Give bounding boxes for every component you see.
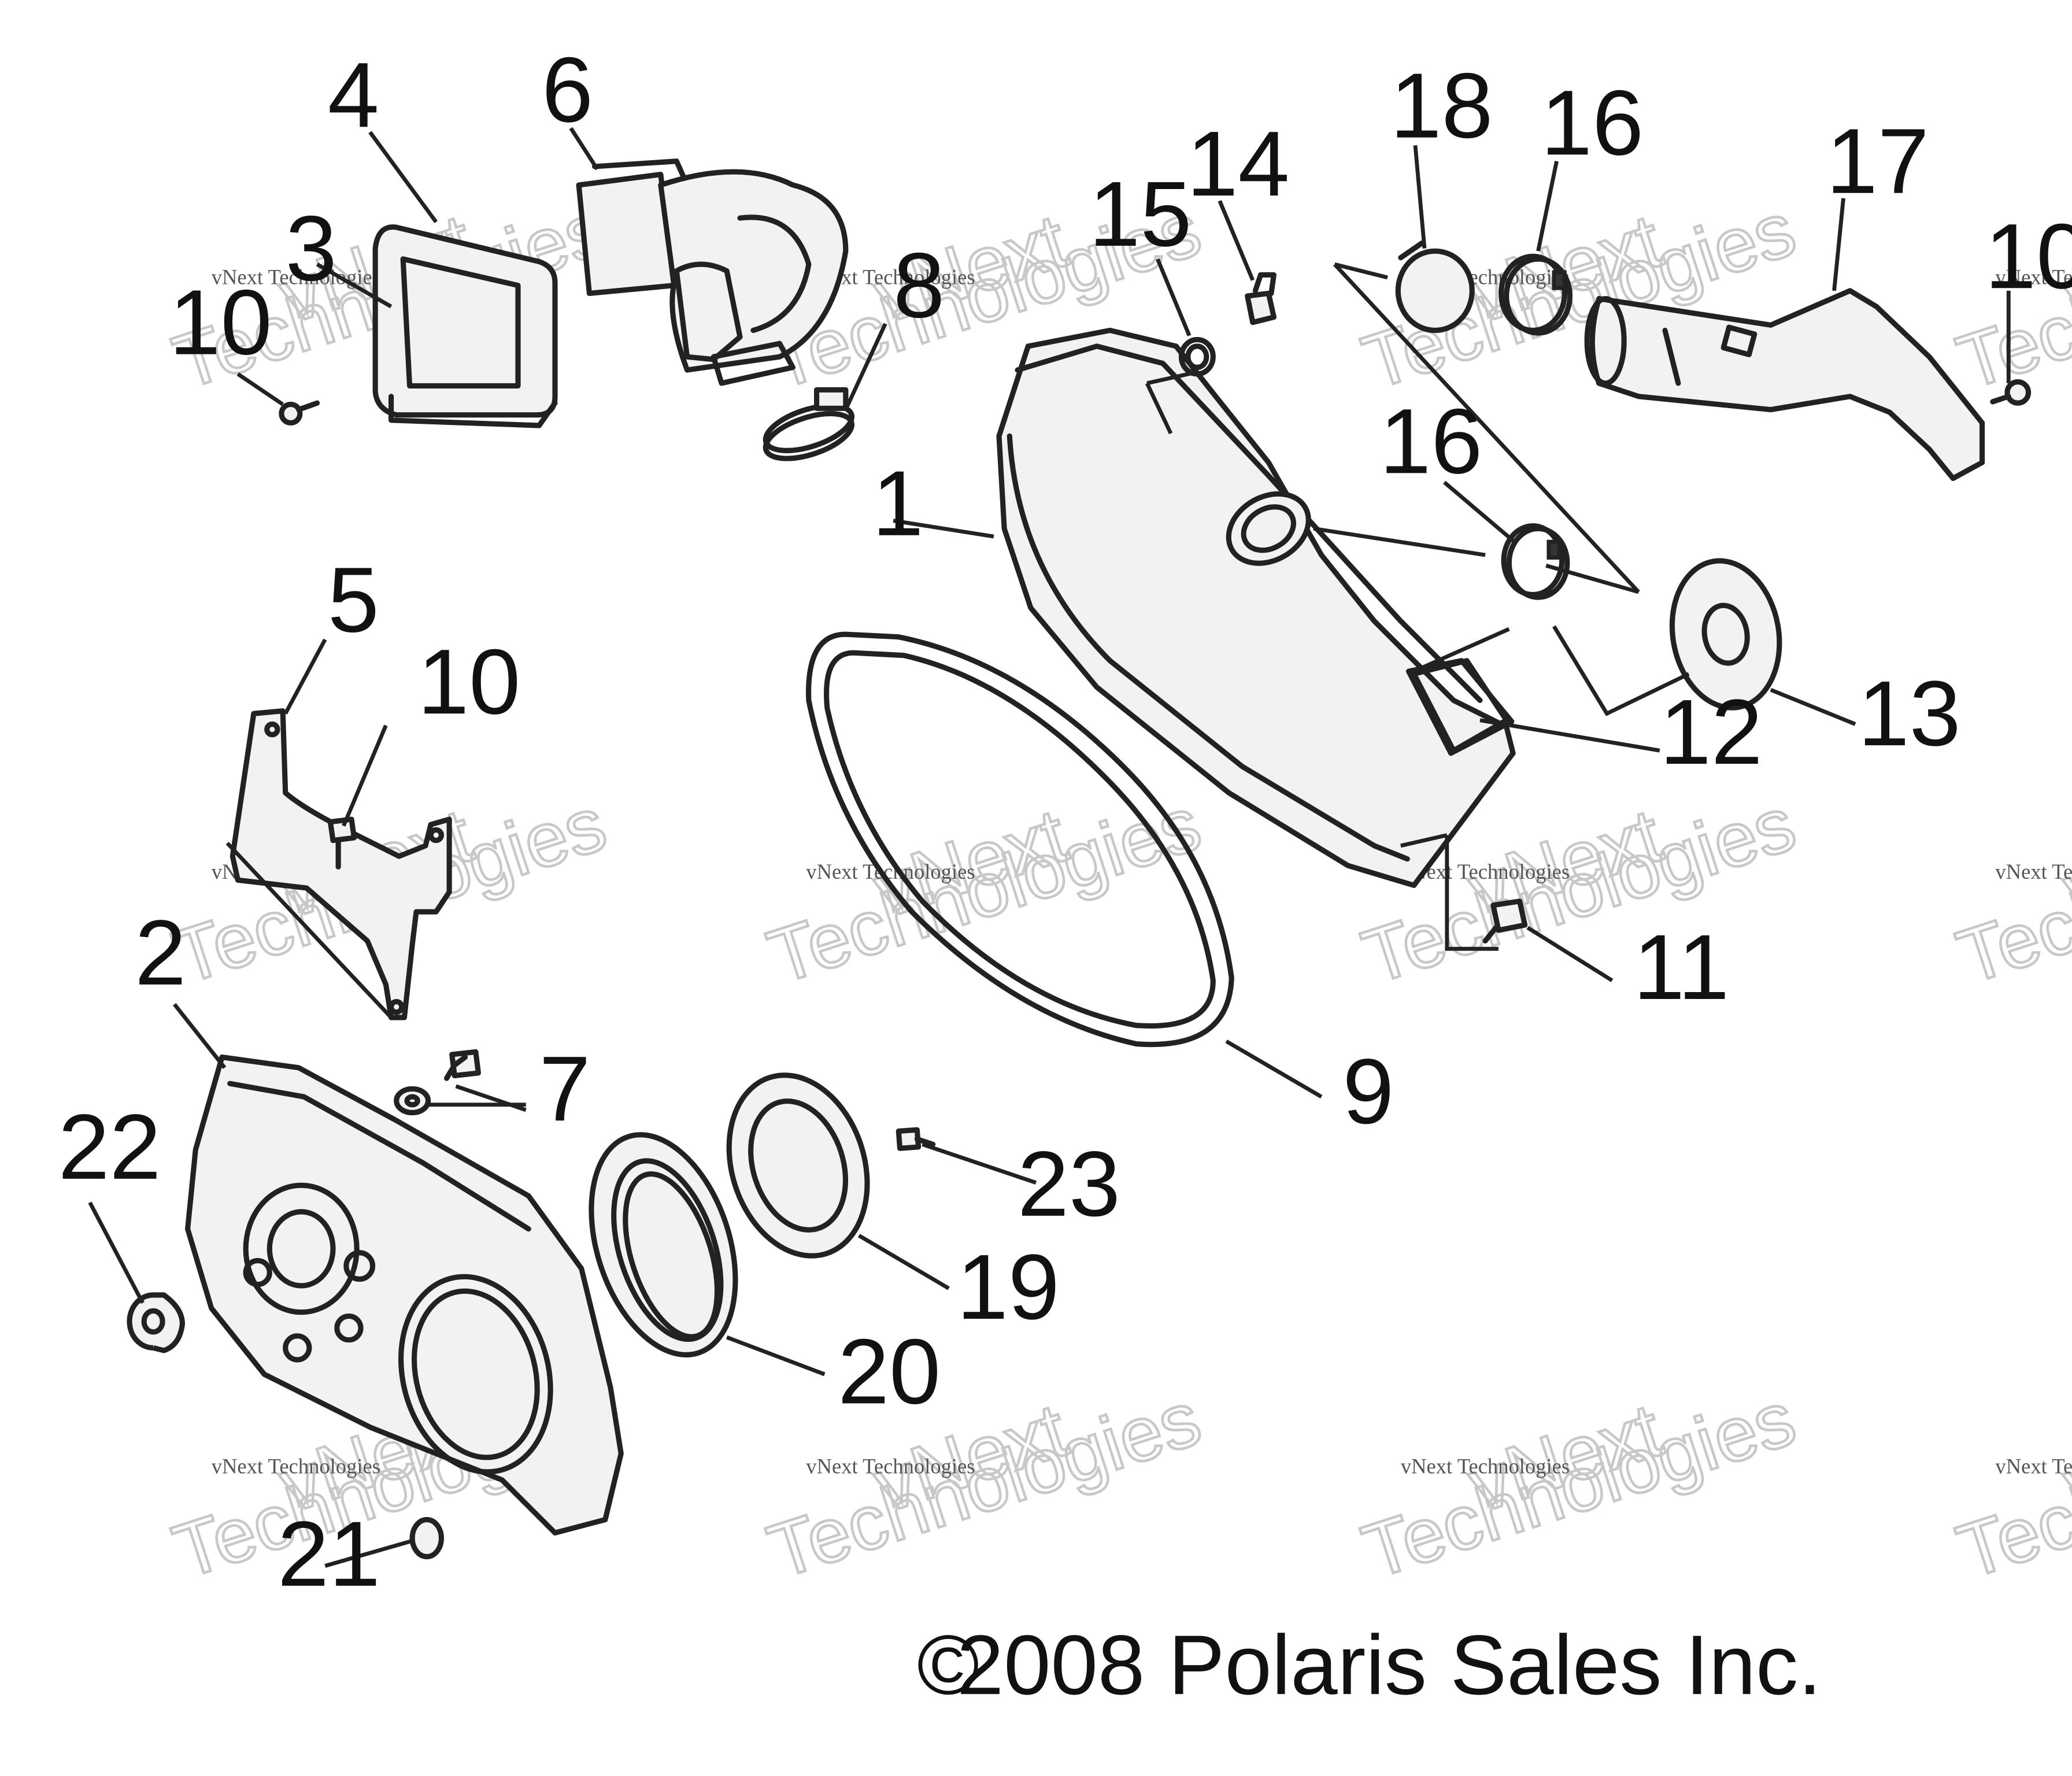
watermark-text-b: Technologies xyxy=(1948,1375,2072,1595)
callout-12: 12 xyxy=(1660,680,1763,783)
watermark-text-b: Technologies xyxy=(1948,781,2072,1001)
callout-4: 4 xyxy=(328,43,379,146)
callout-22: 22 xyxy=(58,1095,161,1198)
callout-16-b: 16 xyxy=(1379,389,1482,493)
callout-20: 20 xyxy=(838,1319,941,1423)
callout-numbers: 1 2 3 4 5 6 7 8 9 10 10 10 10 11 12 13 1… xyxy=(58,38,2072,1605)
callout-14: 14 xyxy=(1187,112,1290,215)
callout-5: 5 xyxy=(328,548,379,652)
callout-21: 21 xyxy=(278,1502,380,1605)
callout-1: 1 xyxy=(872,452,924,555)
watermark-text: vNext Technologies xyxy=(806,860,975,883)
watermark-text: vNext Technologies xyxy=(806,1455,975,1478)
part-gasket-plate xyxy=(726,1072,870,1259)
part-seal-ring xyxy=(589,1132,738,1357)
part-hose-clamp xyxy=(763,387,854,461)
part-screw xyxy=(1990,379,2032,406)
watermark: vNext Technologies vNext Technologies xyxy=(1947,779,2072,1001)
part-exhaust-duct xyxy=(1584,288,1985,481)
part-intake-boot xyxy=(372,224,558,428)
callout-9: 9 xyxy=(1342,1039,1394,1143)
callout-6: 6 xyxy=(542,38,593,141)
callout-17: 17 xyxy=(1826,109,1929,213)
part-outer-clutch-cover xyxy=(185,1054,624,1536)
callout-10-a: 10 xyxy=(169,271,272,374)
callout-11: 11 xyxy=(1633,915,1729,1019)
watermark-text: vNext Technologies xyxy=(212,1455,380,1478)
copyright-text: 2008 Polaris Sales Inc. xyxy=(957,1618,1822,1712)
watermark: vNext Technologies vNext Technologies xyxy=(757,1374,1212,1596)
part-screw xyxy=(279,400,320,426)
watermark-text: vNext Technologies xyxy=(1995,265,2072,288)
callout-10-b: 10 xyxy=(417,630,520,733)
callout-13: 13 xyxy=(1858,661,1961,765)
callout-7: 7 xyxy=(539,1037,591,1140)
watermark-text: vNext Technologies xyxy=(1995,1455,2072,1478)
callout-10-c: 10 xyxy=(1985,204,2072,308)
part-collar xyxy=(1395,240,1475,333)
watermark: vNext Technologies vNext Technologies xyxy=(1947,1374,2072,1596)
part-plug xyxy=(409,1517,444,1560)
watermark: vNext Technologies vNext Technologies xyxy=(757,779,1212,1001)
callout-15: 15 xyxy=(1089,162,1192,265)
part-o-ring xyxy=(1178,336,1216,377)
callout-2: 2 xyxy=(135,901,186,1004)
part-fitting xyxy=(1245,272,1276,325)
callout-19: 19 xyxy=(957,1235,1060,1338)
callout-8: 8 xyxy=(893,234,945,337)
callout-3: 3 xyxy=(286,197,337,300)
part-spacer xyxy=(127,1292,185,1353)
part-drive-belt xyxy=(806,631,1234,1048)
part-bolt-washer xyxy=(394,1049,481,1116)
part-screw xyxy=(896,1127,936,1151)
leader-lines xyxy=(88,127,2011,1568)
part-bolt xyxy=(1482,898,1528,944)
part-hose-clamp xyxy=(1498,253,1572,336)
copyright-symbol: © xyxy=(917,1618,979,1712)
watermark-text: vNext Technologies xyxy=(1995,860,2072,883)
callout-23: 23 xyxy=(1018,1132,1120,1235)
callout-16-a: 16 xyxy=(1541,71,1644,174)
part-intake-elbow xyxy=(576,158,849,386)
part-washer xyxy=(1669,558,1782,711)
callout-18: 18 xyxy=(1390,54,1493,157)
watermark-text: vNext Technologies xyxy=(1401,1455,1570,1478)
copyright-notice: © 2008 Polaris Sales Inc. xyxy=(917,1618,1822,1712)
part-label xyxy=(1406,658,1515,756)
watermark: vNext Technologies vNext Technologies xyxy=(1352,1374,1806,1596)
part-hose-clamp xyxy=(1501,523,1570,600)
part-inner-clutch-cover xyxy=(996,327,1516,888)
